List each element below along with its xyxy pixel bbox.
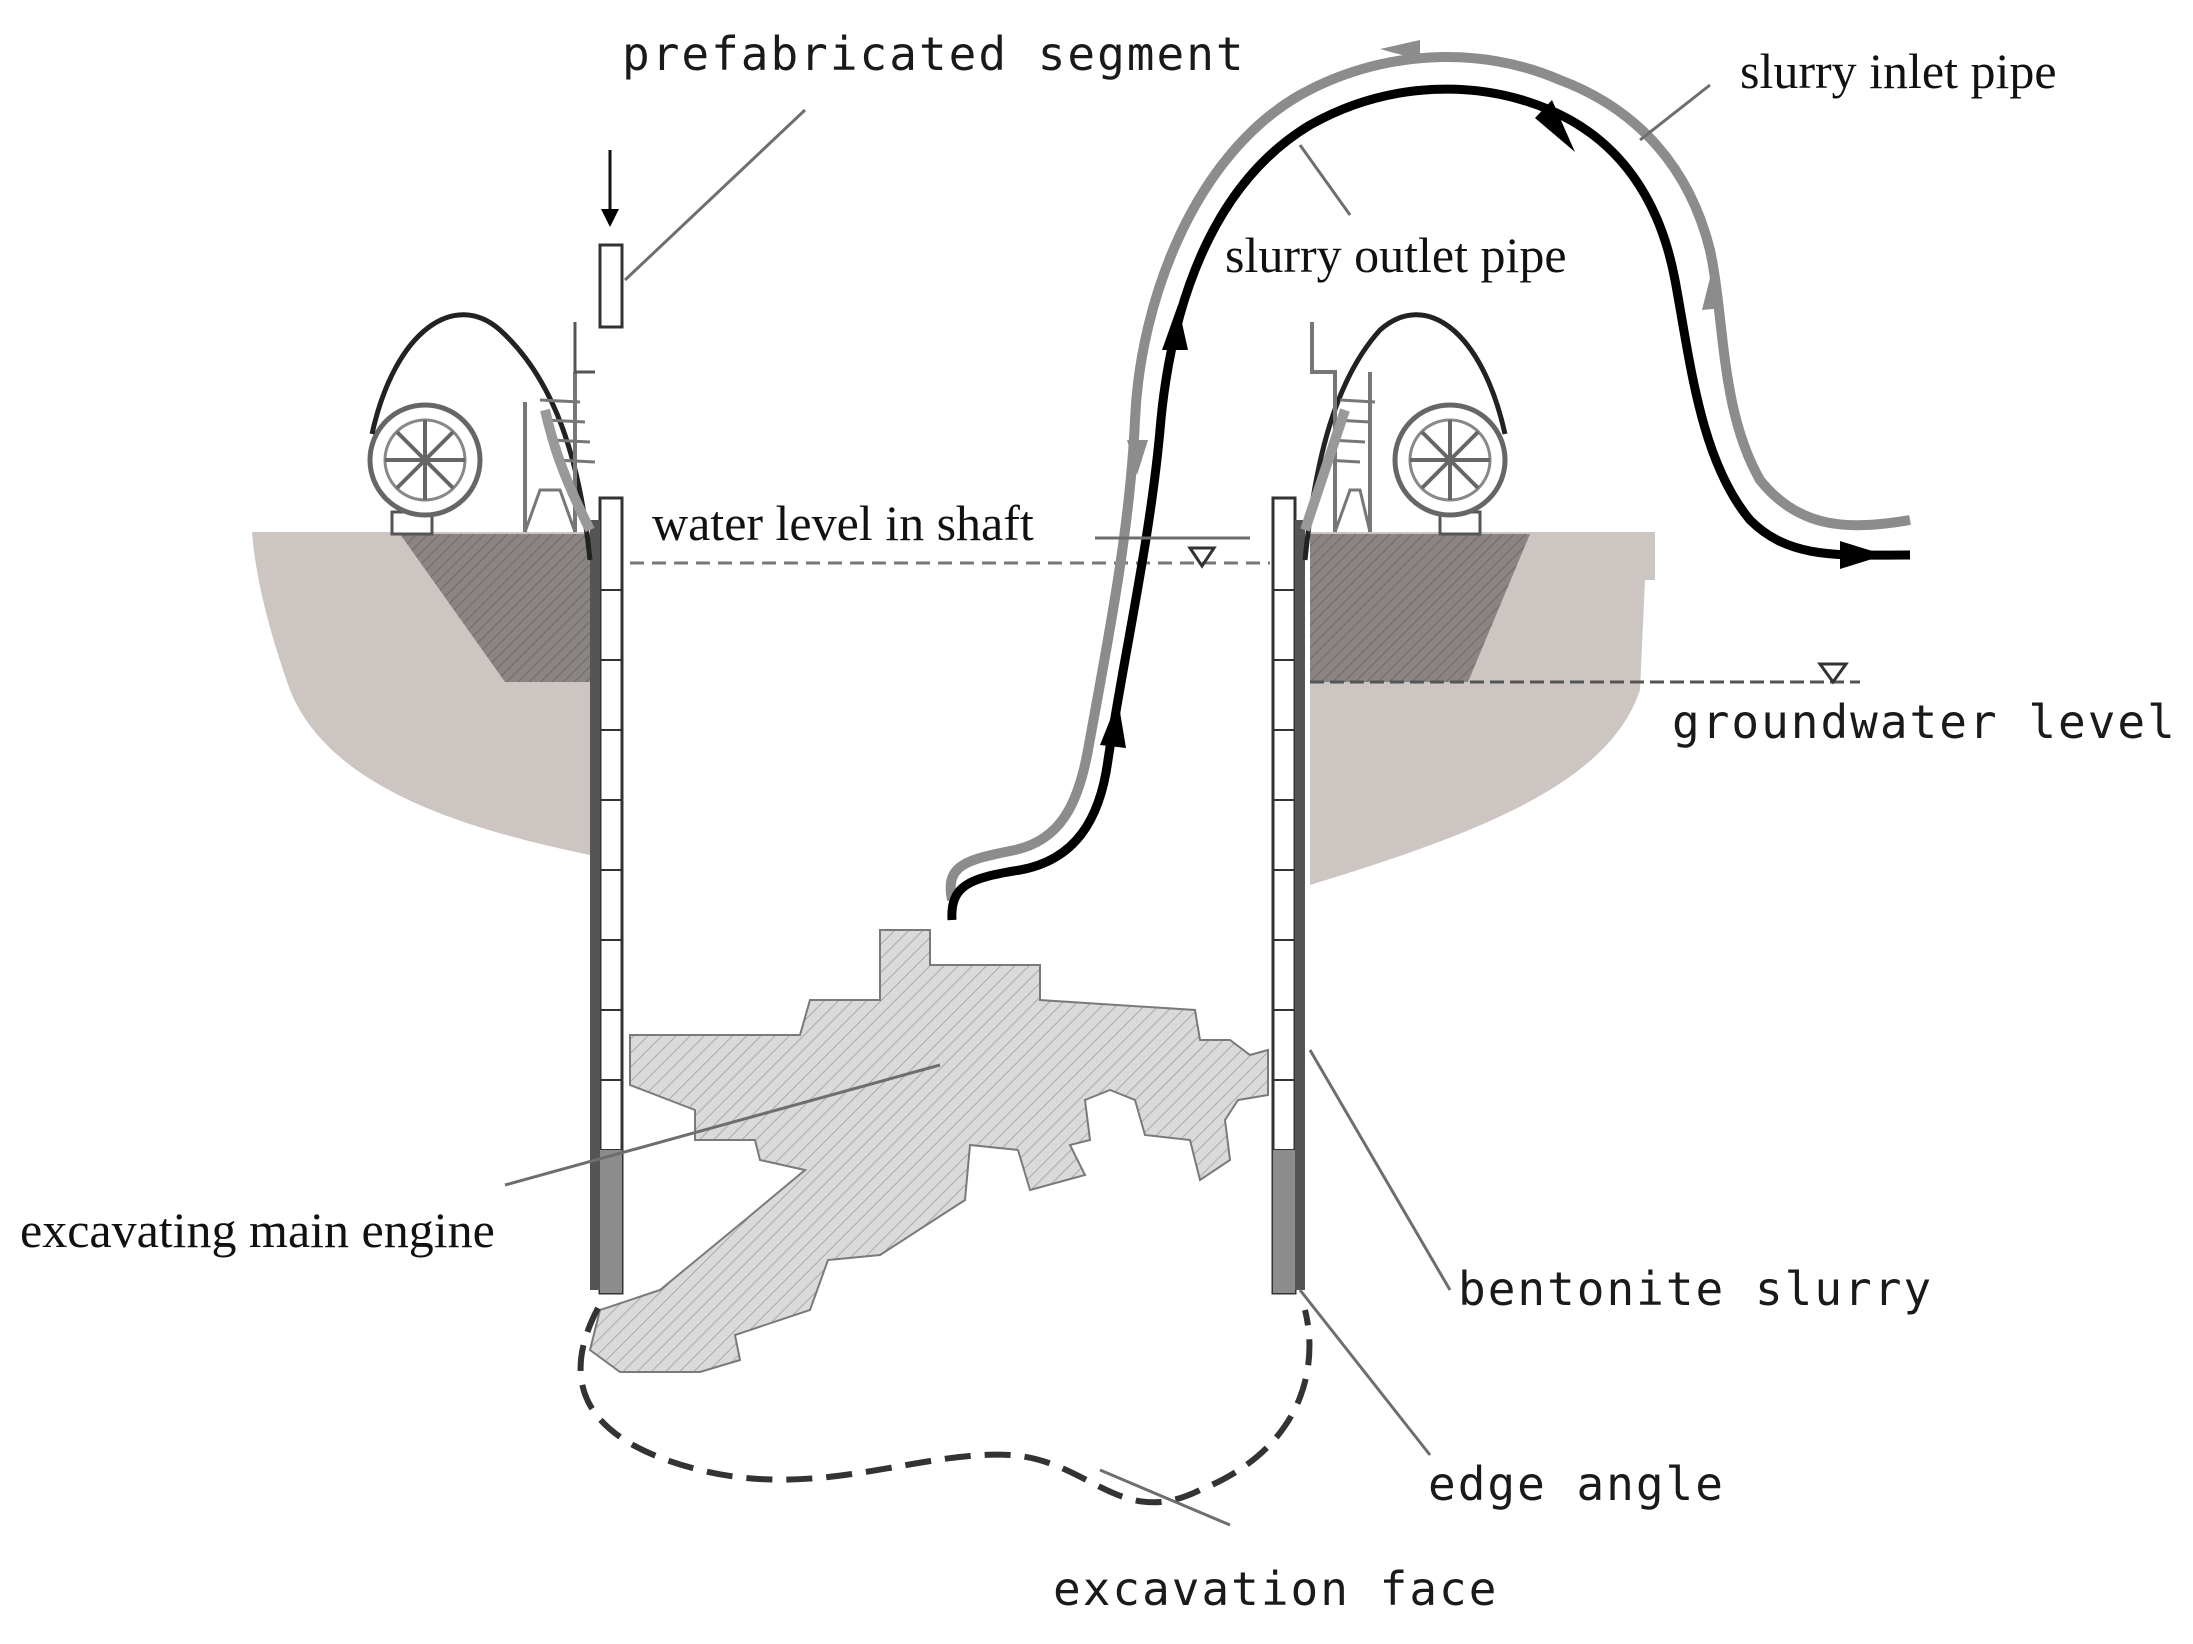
leader-excavating-main-engine bbox=[504, 1063, 941, 1187]
label-groundwater-level: groundwater level bbox=[1672, 695, 2177, 749]
label-slurry-inlet-pipe: slurry inlet pipe bbox=[1740, 43, 2057, 99]
prefabricated-segment-piece bbox=[598, 150, 624, 329]
right-disturbed-zone bbox=[1310, 534, 1530, 682]
outlet-arrow-top bbox=[1535, 100, 1575, 152]
label-slurry-outlet-pipe: slurry outlet pipe bbox=[1225, 227, 1567, 283]
outlet-arrow-middle bbox=[1162, 305, 1188, 350]
outlet-arrow-end bbox=[1840, 541, 1885, 569]
label-excavation-face: excavation face bbox=[1053, 1562, 1498, 1616]
groundwater-level-line bbox=[1310, 662, 1860, 685]
inlet-arrow-right bbox=[1702, 270, 1724, 310]
label-prefabricated-segment: prefabricated segment bbox=[622, 27, 1246, 81]
left-hoist bbox=[367, 312, 596, 561]
label-edge-angle: edge angle bbox=[1428, 1457, 1725, 1511]
right-bentonite-slurry bbox=[1273, 1150, 1295, 1293]
left-soil bbox=[252, 532, 590, 855]
leader-prefabricated-segment bbox=[623, 108, 807, 282]
water-level-marker-icon bbox=[1187, 546, 1217, 569]
left-shaft-wall bbox=[590, 496, 624, 1295]
leader-edge-angle bbox=[1298, 1289, 1432, 1456]
right-soil bbox=[1310, 532, 1655, 885]
leader-slurry-inlet-pipe bbox=[1639, 83, 1711, 142]
outlet-arrow-lower bbox=[1100, 700, 1126, 748]
slurry-inlet-pipe-line bbox=[945, 40, 1911, 901]
leader-slurry-outlet-pipe bbox=[1298, 144, 1352, 216]
right-hoist bbox=[1300, 312, 1508, 561]
left-bentonite-slurry bbox=[600, 1150, 622, 1293]
leader-excavation-face bbox=[1099, 1468, 1231, 1527]
label-water-level-in-shaft: water level in shaft bbox=[652, 495, 1034, 551]
groundwater-level-marker-icon bbox=[1817, 662, 1849, 685]
right-shaft-wall bbox=[1271, 496, 1305, 1295]
label-bentonite-slurry: bentonite slurry bbox=[1458, 1262, 1933, 1316]
left-disturbed-zone bbox=[400, 534, 590, 682]
excavating-main-engine-body bbox=[588, 929, 1269, 1373]
excavation-face-outline bbox=[577, 1306, 1313, 1506]
inlet-arrow-left bbox=[1127, 440, 1148, 475]
inlet-arrow-top bbox=[1380, 40, 1420, 60]
slurry-outlet-pipe-line bbox=[947, 84, 1911, 921]
label-excavating-main-engine: excavating main engine bbox=[20, 1202, 495, 1258]
leader-bentonite-slurry bbox=[1308, 1049, 1452, 1291]
leader-lines bbox=[504, 83, 1711, 1527]
